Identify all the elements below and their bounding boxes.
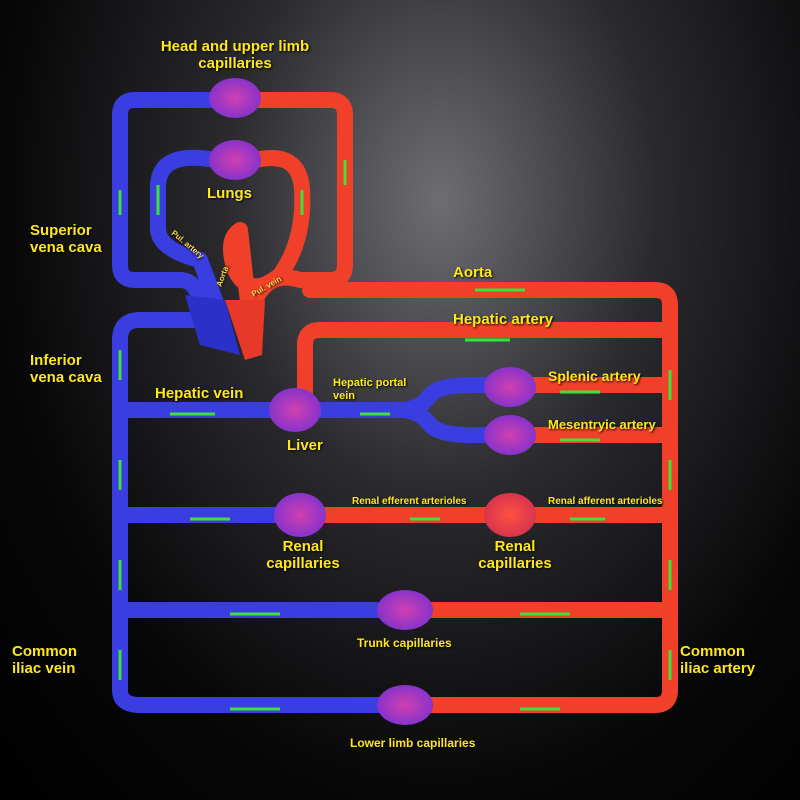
label-splenic-artery: Splenic artery — [548, 368, 641, 384]
label-hepatic-artery: Hepatic artery — [453, 311, 554, 328]
lung-capillaries — [209, 140, 261, 180]
label-common-iliac-artery: Common iliac artery — [680, 643, 756, 677]
label-trunk-capillaries: Trunk capillaries — [357, 636, 452, 650]
renal-capillaries-right — [484, 493, 536, 537]
label-renal-afferent: Renal afferent arterioles — [548, 496, 663, 507]
label-hepatic-vein: Hepatic vein — [155, 385, 244, 402]
label-mesentric-artery: Mesentryic artery — [548, 417, 656, 432]
pulmonary-vein — [223, 150, 311, 328]
label-renal-capillaries-left: Renal capillaries — [266, 538, 340, 572]
label-liver: Liver — [287, 437, 323, 454]
heart — [185, 295, 265, 360]
label-inferior-vena-cava: Inferior vena cava — [30, 352, 102, 386]
label-renal-efferent: Renal efferent arterioles — [352, 496, 467, 507]
veins — [112, 92, 513, 713]
superior-vena-cava — [112, 92, 243, 308]
label-renal-capillaries-right: Renal capillaries — [478, 538, 552, 572]
label-common-iliac-vein: Common iliac vein — [12, 643, 77, 677]
label-aorta: Aorta — [453, 264, 493, 281]
renal-capillaries-left — [274, 493, 326, 537]
label-lungs: Lungs — [207, 185, 252, 202]
capillary-beds — [209, 78, 536, 725]
splenic-capillaries — [484, 367, 536, 407]
label-hepatic-portal-vein: Hepatic portal vein — [333, 377, 407, 402]
trunk-capillaries — [377, 590, 433, 630]
liver-capillaries — [269, 388, 321, 432]
hepatic-artery — [297, 322, 668, 408]
arteries — [223, 92, 678, 713]
label-head-capillaries: Head and upper limb capillaries — [160, 38, 310, 72]
flow-arrows — [118, 160, 672, 711]
label-lower-limb-capillaries: Lower limb capillaries — [350, 736, 476, 750]
label-superior-vena-cava: Superior vena cava — [30, 222, 102, 256]
head-capillaries — [209, 78, 261, 118]
mesenteric-capillaries — [484, 415, 536, 455]
hepatic-portal-vein — [282, 377, 513, 443]
aorta — [302, 282, 678, 713]
lower-limb-capillaries — [377, 685, 433, 725]
